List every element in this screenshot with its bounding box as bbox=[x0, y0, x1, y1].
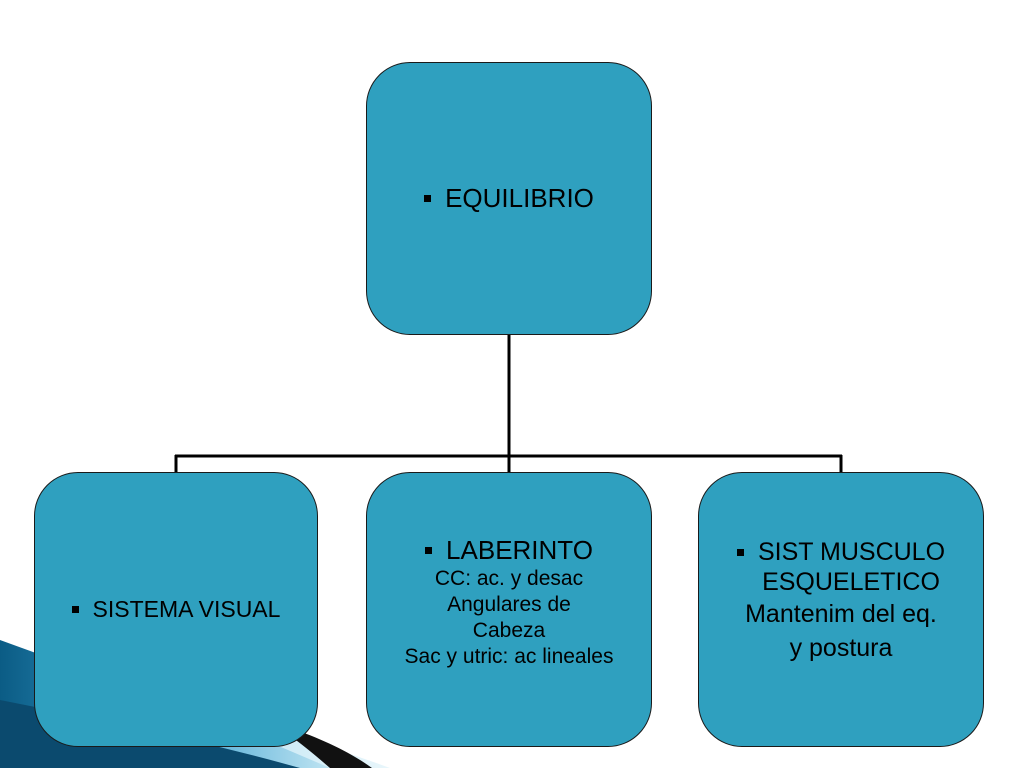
node-title: EQUILIBRIO bbox=[445, 183, 594, 213]
node-title: SISTEMA VISUAL bbox=[92, 596, 281, 622]
square-bullet-icon bbox=[71, 606, 79, 613]
node-detail-line: Angulares de bbox=[447, 593, 571, 616]
node-detail-line: Mantenim del eq. bbox=[745, 600, 937, 628]
node-title-line: SISTEMA VISUAL bbox=[71, 596, 281, 623]
square-bullet-icon bbox=[424, 195, 432, 202]
node-title-line: SIST MUSCULO bbox=[736, 537, 946, 567]
node-title-line: LABERINTO bbox=[425, 535, 593, 566]
square-bullet-icon bbox=[425, 547, 433, 554]
node-detail-line: CC: ac. y desac bbox=[434, 567, 584, 590]
node-title: LABERINTO bbox=[446, 535, 593, 565]
swoosh-black bbox=[290, 728, 372, 768]
node-title: SIST MUSCULO bbox=[757, 538, 946, 566]
node-detail-line: y postura bbox=[789, 634, 893, 662]
node-sistema-visual: SISTEMA VISUAL bbox=[34, 472, 318, 747]
square-bullet-icon bbox=[736, 548, 744, 556]
node-equilibrio: EQUILIBRIO bbox=[366, 62, 652, 335]
node-detail-line: Cabeza bbox=[472, 619, 546, 642]
node-title-continuation: ESQUELETICO bbox=[762, 568, 940, 596]
node-detail-line: Sac y utric: ac lineales bbox=[404, 645, 614, 668]
node-title-line: EQUILIBRIO bbox=[424, 183, 594, 214]
node-laberinto: LABERINTO CC: ac. y desac Angulares de C… bbox=[366, 472, 652, 747]
node-sist-musculo-esqueletico: SIST MUSCULO ESQUELETICO Mantenim del eq… bbox=[698, 472, 984, 747]
